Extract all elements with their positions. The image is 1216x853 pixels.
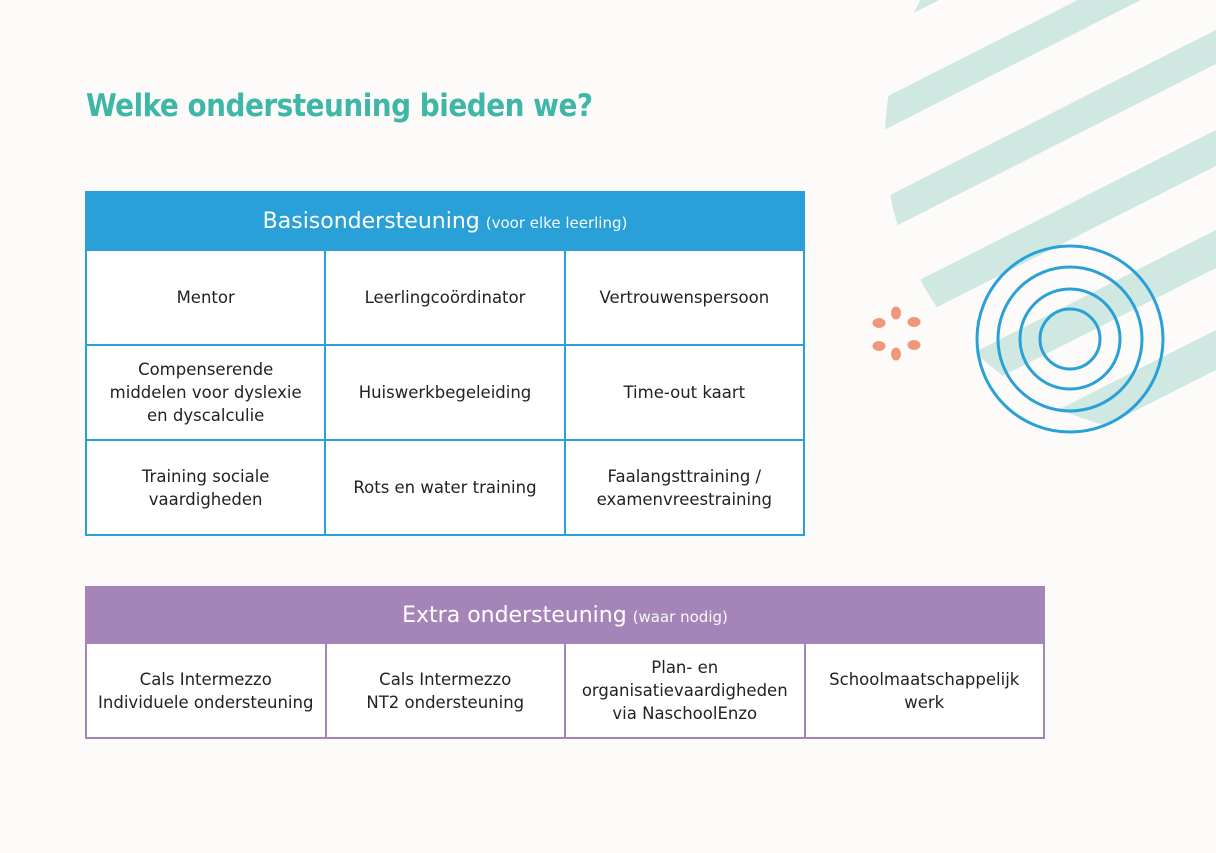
table-cell: Cals Intermezzo NT2 ondersteuning bbox=[326, 644, 564, 737]
extra-subheading: (waar nodig) bbox=[632, 608, 728, 626]
extra-heading: Extra ondersteuning bbox=[402, 602, 627, 628]
basis-grid: Mentor Leerlingcoördinator Vertrouwenspe… bbox=[85, 251, 805, 536]
extra-table-header: Extra ondersteuning (waar nodig) bbox=[85, 586, 1045, 644]
page-title: Welke ondersteuning bieden we? bbox=[86, 88, 593, 124]
table-cell: Compenserende middelen voor dyslexie en … bbox=[87, 346, 325, 439]
table-cell: Cals Intermezzo Individuele ondersteunin… bbox=[87, 644, 325, 737]
basis-table-header: Basisondersteuning (voor elke leerling) bbox=[85, 191, 805, 251]
table-cell: Huiswerkbegeleiding bbox=[326, 346, 564, 439]
dot-ring-decoration bbox=[872, 306, 921, 361]
table-cell: Schoolmaatschappelijk werk bbox=[805, 644, 1043, 737]
basis-heading: Basisondersteuning bbox=[262, 208, 480, 234]
table-cell: Faalangsttraining / examenvreestraining bbox=[565, 441, 803, 534]
basis-subheading: (voor elke leerling) bbox=[485, 214, 628, 232]
extra-support-table: Extra ondersteuning (waar nodig) Cals In… bbox=[85, 586, 1045, 739]
table-cell: Training sociale vaardigheden bbox=[87, 441, 325, 534]
basis-support-table: Basisondersteuning (voor elke leerling) … bbox=[85, 191, 805, 536]
table-cell: Plan- en organisatievaardigheden via Nas… bbox=[566, 644, 804, 737]
table-cell: Rots en water training bbox=[326, 441, 564, 534]
table-cell: Time-out kaart bbox=[565, 346, 803, 439]
table-cell: Leerlingcoördinator bbox=[326, 251, 564, 344]
diagonal-stripes-decoration bbox=[885, 0, 1216, 435]
concentric-circles-decoration bbox=[975, 244, 1165, 434]
extra-grid: Cals Intermezzo Individuele ondersteunin… bbox=[85, 644, 1045, 739]
table-cell: Mentor bbox=[87, 251, 325, 344]
table-cell: Vertrouwenspersoon bbox=[565, 251, 803, 344]
